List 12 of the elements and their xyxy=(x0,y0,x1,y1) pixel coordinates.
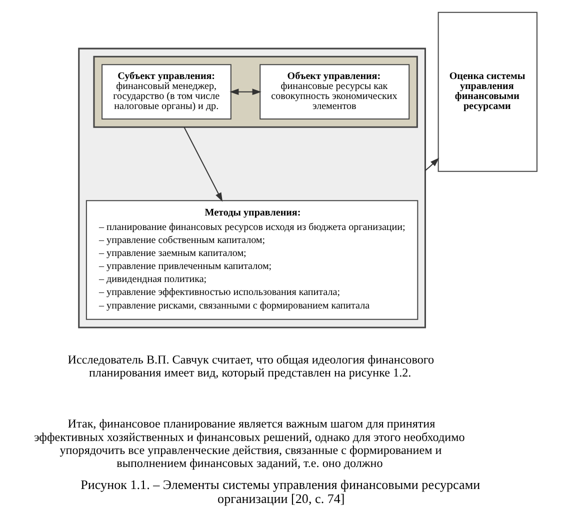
node-box: Субъект управления: финансовый менеджер, государство (в том числе налоговые органы) и др. xyxy=(102,64,232,120)
label: Итак, финансовое планирование является важным шагом для принятия эффективных хозяйственных и финансовых решений, однако для этого необходимо упорядочить все управленческие действия, связанные с формированием и выполнением финансовых заданий, т.е. оно должно xyxy=(34,416,465,470)
node-box: Объект управления: финансовые ресурсы как совокупность экономических элементов xyxy=(260,64,410,120)
node-box: Методы управления: – планирование финансовых ресурсов исходя из бюджета организации; – управление собственным капиталом; – управление заемным капиталом; – управление привлеченным капиталом; – дивидендная политика; – управление эффективностью использования капитала; – управление рисками, связанными с формированием капитала xyxy=(86,200,418,320)
cluster xyxy=(93,56,418,128)
arrow xyxy=(230,88,262,96)
arrow xyxy=(184,126,223,202)
caption: Рисунок 1.1. – Элементы системы управления финансовыми ресурсами организации [20, с. 74] xyxy=(80,476,480,506)
node-box: Оценка системы управления финансовыми ресурсами xyxy=(438,12,538,172)
cluster xyxy=(78,48,426,328)
label: Исследователь В.П. Савчук считает, что общая идеология финансового планирования имеет вид, который представлен на рисунке 1.2. xyxy=(68,352,434,380)
arrow xyxy=(424,158,440,171)
